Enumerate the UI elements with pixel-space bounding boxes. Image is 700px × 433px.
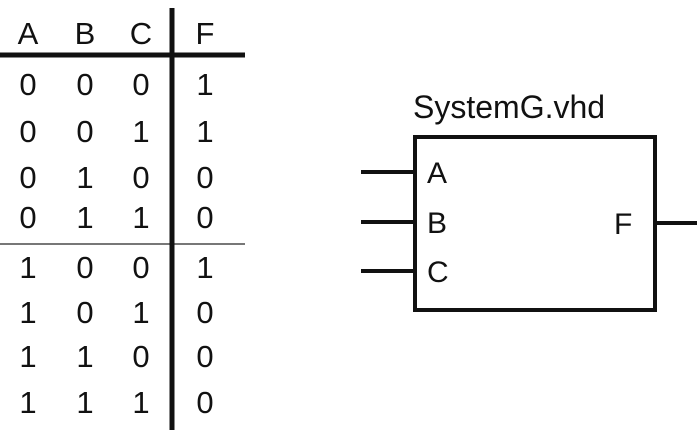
cell-row4-c: 1 bbox=[132, 200, 149, 235]
cell-row1-c: 0 bbox=[132, 67, 149, 102]
port-label-c: C bbox=[427, 256, 449, 289]
cell-row7-a: 1 bbox=[19, 339, 36, 374]
port-label-a: A bbox=[427, 157, 447, 190]
cell-row5-a: 1 bbox=[19, 250, 36, 285]
header-f: F bbox=[196, 16, 215, 51]
cell-row8-f: 0 bbox=[196, 385, 213, 420]
cell-row7-f: 0 bbox=[196, 339, 213, 374]
cell-row4-a: 0 bbox=[19, 200, 36, 235]
cell-row6-a: 1 bbox=[19, 295, 36, 330]
cell-row1-b: 0 bbox=[76, 67, 93, 102]
cell-row1-a: 0 bbox=[19, 67, 36, 102]
cell-row3-f: 0 bbox=[196, 160, 213, 195]
header-b: B bbox=[75, 16, 96, 51]
header-c: C bbox=[130, 16, 152, 51]
port-label-f: F bbox=[614, 208, 632, 241]
cell-row2-a: 0 bbox=[19, 114, 36, 149]
truth-table-rows: 0 0 0 1 0 0 1 1 0 1 0 0 0 1 1 0 1 0 0 1 1 0 1 0 1 1 0 0 1 1 1 0 bbox=[19, 67, 213, 420]
cell-row6-f: 0 bbox=[196, 295, 213, 330]
system-block: SystemG.vhd A B C F bbox=[361, 89, 697, 312]
cell-row5-b: 0 bbox=[76, 250, 93, 285]
cell-row3-b: 1 bbox=[76, 160, 93, 195]
cell-row1-f: 1 bbox=[196, 67, 213, 102]
cell-row2-c: 1 bbox=[132, 114, 149, 149]
cell-row6-c: 1 bbox=[132, 295, 149, 330]
cell-row6-b: 0 bbox=[76, 295, 93, 330]
cell-row2-f: 1 bbox=[196, 114, 213, 149]
block-body bbox=[413, 135, 657, 312]
port-label-b: B bbox=[427, 207, 447, 240]
cell-row2-b: 0 bbox=[76, 114, 93, 149]
cell-row7-b: 1 bbox=[76, 339, 93, 374]
cell-row8-b: 1 bbox=[76, 385, 93, 420]
cell-row3-a: 0 bbox=[19, 160, 36, 195]
cell-row8-c: 1 bbox=[132, 385, 149, 420]
cell-row3-c: 0 bbox=[132, 160, 149, 195]
cell-row5-f: 1 bbox=[196, 250, 213, 285]
cell-row7-c: 0 bbox=[132, 339, 149, 374]
block-title: SystemG.vhd bbox=[413, 89, 605, 125]
truth-table: A B C F 0 0 0 1 0 0 1 1 0 1 0 0 0 1 1 0 1 0 0 1 1 0 1 0 1 1 0 0 1 1 1 0 bbox=[0, 8, 245, 430]
cell-row8-a: 1 bbox=[19, 385, 36, 420]
cell-row4-f: 0 bbox=[196, 200, 213, 235]
cell-row5-c: 0 bbox=[132, 250, 149, 285]
cell-row4-b: 1 bbox=[76, 200, 93, 235]
header-a: A bbox=[18, 16, 39, 51]
